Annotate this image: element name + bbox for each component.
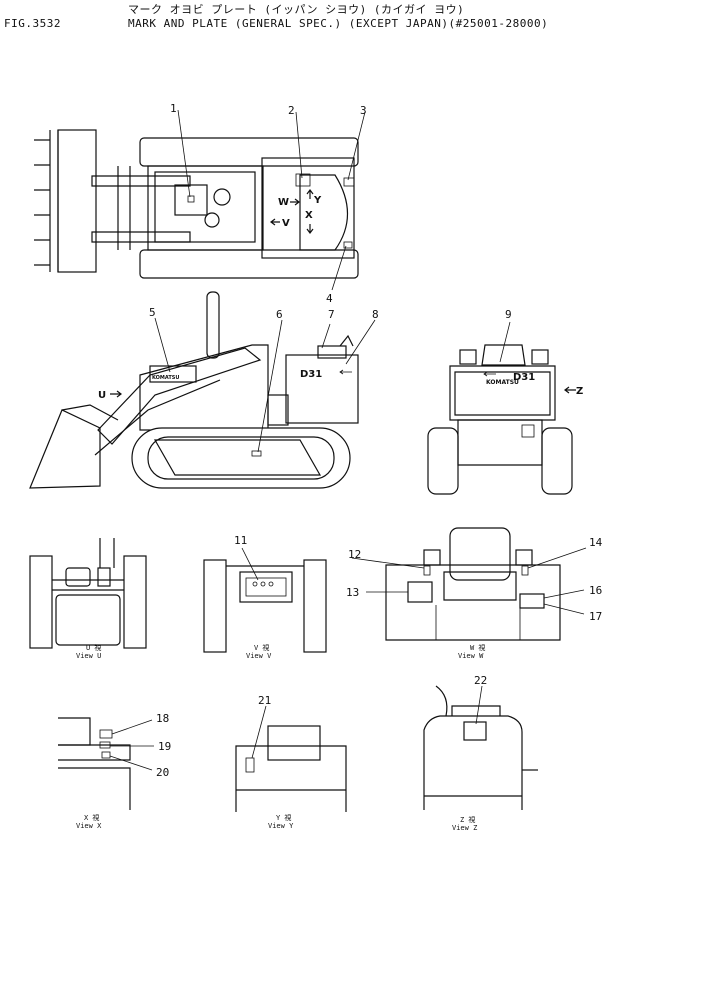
mark-y: Y (313, 195, 322, 206)
view-z-label-en: View Z (452, 824, 477, 832)
callout-19: 19 (158, 740, 171, 753)
view-w-label-en: View W (458, 652, 484, 660)
model-rear: D31 (513, 372, 535, 383)
view-z-drawing (423, 685, 538, 810)
title-katakana: マーク オヨビ プレート (イッパン シヨウ) (カイガイ ヨウ) (128, 3, 465, 16)
callout-8: 8 (372, 308, 379, 321)
callout-6: 6 (276, 308, 283, 321)
view-x-label-en: View X (76, 822, 102, 830)
callout-2: 2 (288, 104, 295, 117)
view-u-label-jp: U 視 (86, 643, 101, 652)
view-x-drawing (58, 717, 154, 810)
callout-21: 21 (258, 694, 271, 707)
callout-7: 7 (328, 308, 335, 321)
callout-13: 13 (346, 586, 359, 599)
callout-20: 20 (156, 766, 169, 779)
top-view: W V Y X (34, 109, 366, 291)
rear-view: D31 KOMATSU Z (427, 321, 583, 495)
view-v-drawing (203, 547, 327, 653)
figure-title: MARK AND PLATE (GENERAL SPEC.) (EXCEPT J… (128, 17, 549, 30)
view-z-label-jp: Z 視 (460, 815, 475, 824)
figure-number: FIG.3532 (4, 17, 61, 30)
callout-12: 12 (348, 548, 361, 561)
view-w-drawing (351, 527, 587, 641)
callout-22: 22 (474, 674, 487, 687)
callout-17: 17 (589, 610, 602, 623)
mark-v: V (282, 218, 290, 229)
mark-x: X (305, 210, 313, 221)
callout-14: 14 (589, 536, 603, 549)
view-u-label-en: View U (76, 652, 101, 660)
view-y-label-en: View Y (268, 822, 294, 830)
model-side: D31 (300, 369, 322, 380)
callout-9: 9 (505, 308, 512, 321)
side-view: KOMATSU D31 U (29, 291, 376, 489)
callout-11: 11 (234, 534, 247, 547)
callout-18: 18 (156, 712, 169, 725)
mark-w: W (278, 197, 289, 208)
callout-3: 3 (360, 104, 367, 117)
view-x-label-jp: X 視 (84, 813, 99, 822)
brand-rear: KOMATSU (486, 379, 519, 386)
view-v-label-en: View V (246, 652, 272, 660)
callout-4: 4 (326, 292, 333, 305)
mark-z: Z (576, 386, 583, 397)
view-u-drawing (29, 538, 147, 649)
view-w-label-jp: W 視 (470, 643, 485, 652)
mark-u: U (98, 390, 106, 401)
view-v-label-jp: V 視 (254, 643, 269, 652)
callout-16: 16 (589, 584, 602, 597)
view-y-drawing (235, 705, 347, 812)
brand-side: KOMATSU (152, 375, 179, 381)
view-y-label-jp: Y 視 (276, 813, 291, 822)
callout-1: 1 (170, 102, 177, 115)
callout-5: 5 (149, 306, 156, 319)
